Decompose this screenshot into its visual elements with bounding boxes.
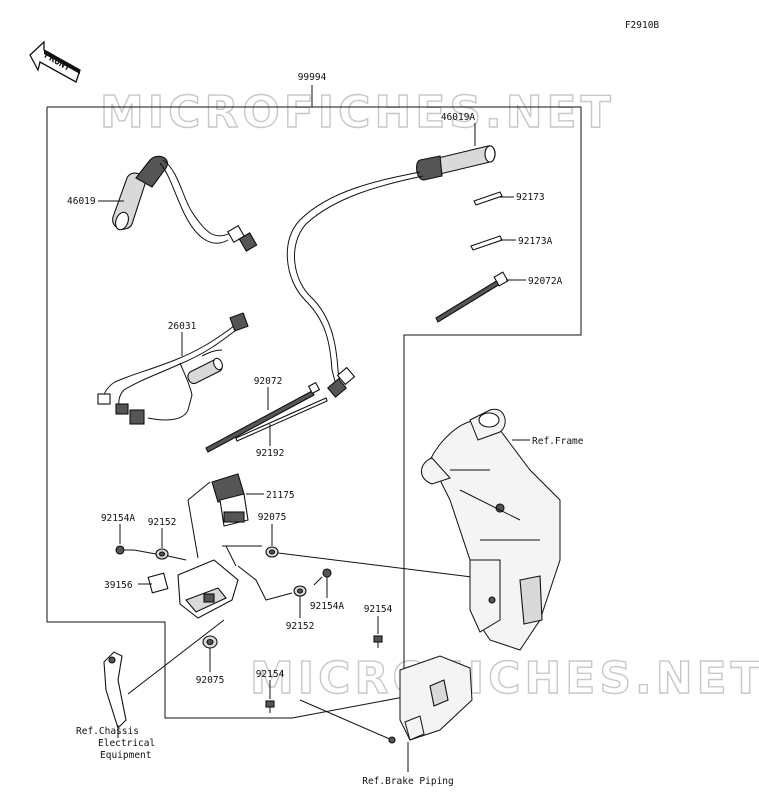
grip-left: [112, 155, 258, 252]
assembly-label: 99994: [298, 72, 327, 83]
part-92072A: 92072A: [528, 276, 563, 287]
part-92075-bottom: 92075: [196, 675, 225, 686]
brake-piping-reference: [388, 655, 473, 744]
figure-code: F2910B: [625, 20, 660, 31]
band-92072: [205, 381, 321, 453]
watermark-bottom: MICROFICHES.NET: [250, 653, 759, 704]
bolt-92154A-right: [313, 568, 332, 586]
ref-chassis-line2: Electrical: [98, 738, 155, 749]
part-46019: 46019: [67, 196, 96, 207]
part-26031: 26031: [168, 321, 197, 332]
collar-92075-bottom: [202, 635, 218, 649]
part-46019A: 46019A: [441, 112, 476, 123]
assembly-outline: [46, 85, 582, 719]
part-92152-left: 92152: [148, 517, 177, 528]
tube-92192: [235, 397, 328, 442]
connector-21175: [211, 473, 249, 527]
part-92075-top: 92075: [258, 512, 287, 523]
part-92173A: 92173A: [518, 236, 553, 247]
ref-frame: Ref.Frame: [532, 436, 584, 447]
chassis-bracket-reference: [103, 651, 127, 730]
ref-chassis-line1: Ref.Chassis: [76, 726, 139, 737]
clamp-92173: [473, 191, 503, 206]
collar-92152-right: [293, 585, 307, 597]
bracket-39156: [147, 559, 239, 619]
part-21175: 21175: [266, 490, 295, 501]
harness-26031: [97, 312, 249, 425]
frame-reference: [421, 408, 561, 651]
clamp-92173A: [470, 235, 503, 251]
part-92072: 92072: [254, 376, 283, 387]
part-92152-right: 92152: [286, 621, 315, 632]
watermark-top: MICROFICHES.NET: [100, 87, 615, 138]
part-92154A-right: 92154A: [310, 601, 345, 612]
ref-brake-piping: Ref.Brake Piping: [362, 776, 454, 787]
part-92192: 92192: [256, 448, 285, 459]
bolt-92154-upper: [373, 635, 383, 648]
collar-92152-left: [155, 548, 169, 560]
ref-chassis-line3: Equipment: [100, 750, 151, 761]
part-39156: 39156: [104, 580, 133, 591]
part-92154-lower: 92154: [256, 669, 285, 680]
part-92154-upper: 92154: [364, 604, 393, 615]
bolt-92154A-left: [115, 545, 134, 555]
front-arrow-icon: FRONT: [29, 40, 81, 83]
part-92154A-left: 92154A: [101, 513, 136, 524]
bolt-92154-lower: [265, 700, 275, 713]
band-92072A: [435, 271, 509, 323]
part-92173: 92173: [516, 192, 545, 203]
collar-92075-top: [265, 546, 279, 558]
grip-right: [286, 145, 496, 398]
